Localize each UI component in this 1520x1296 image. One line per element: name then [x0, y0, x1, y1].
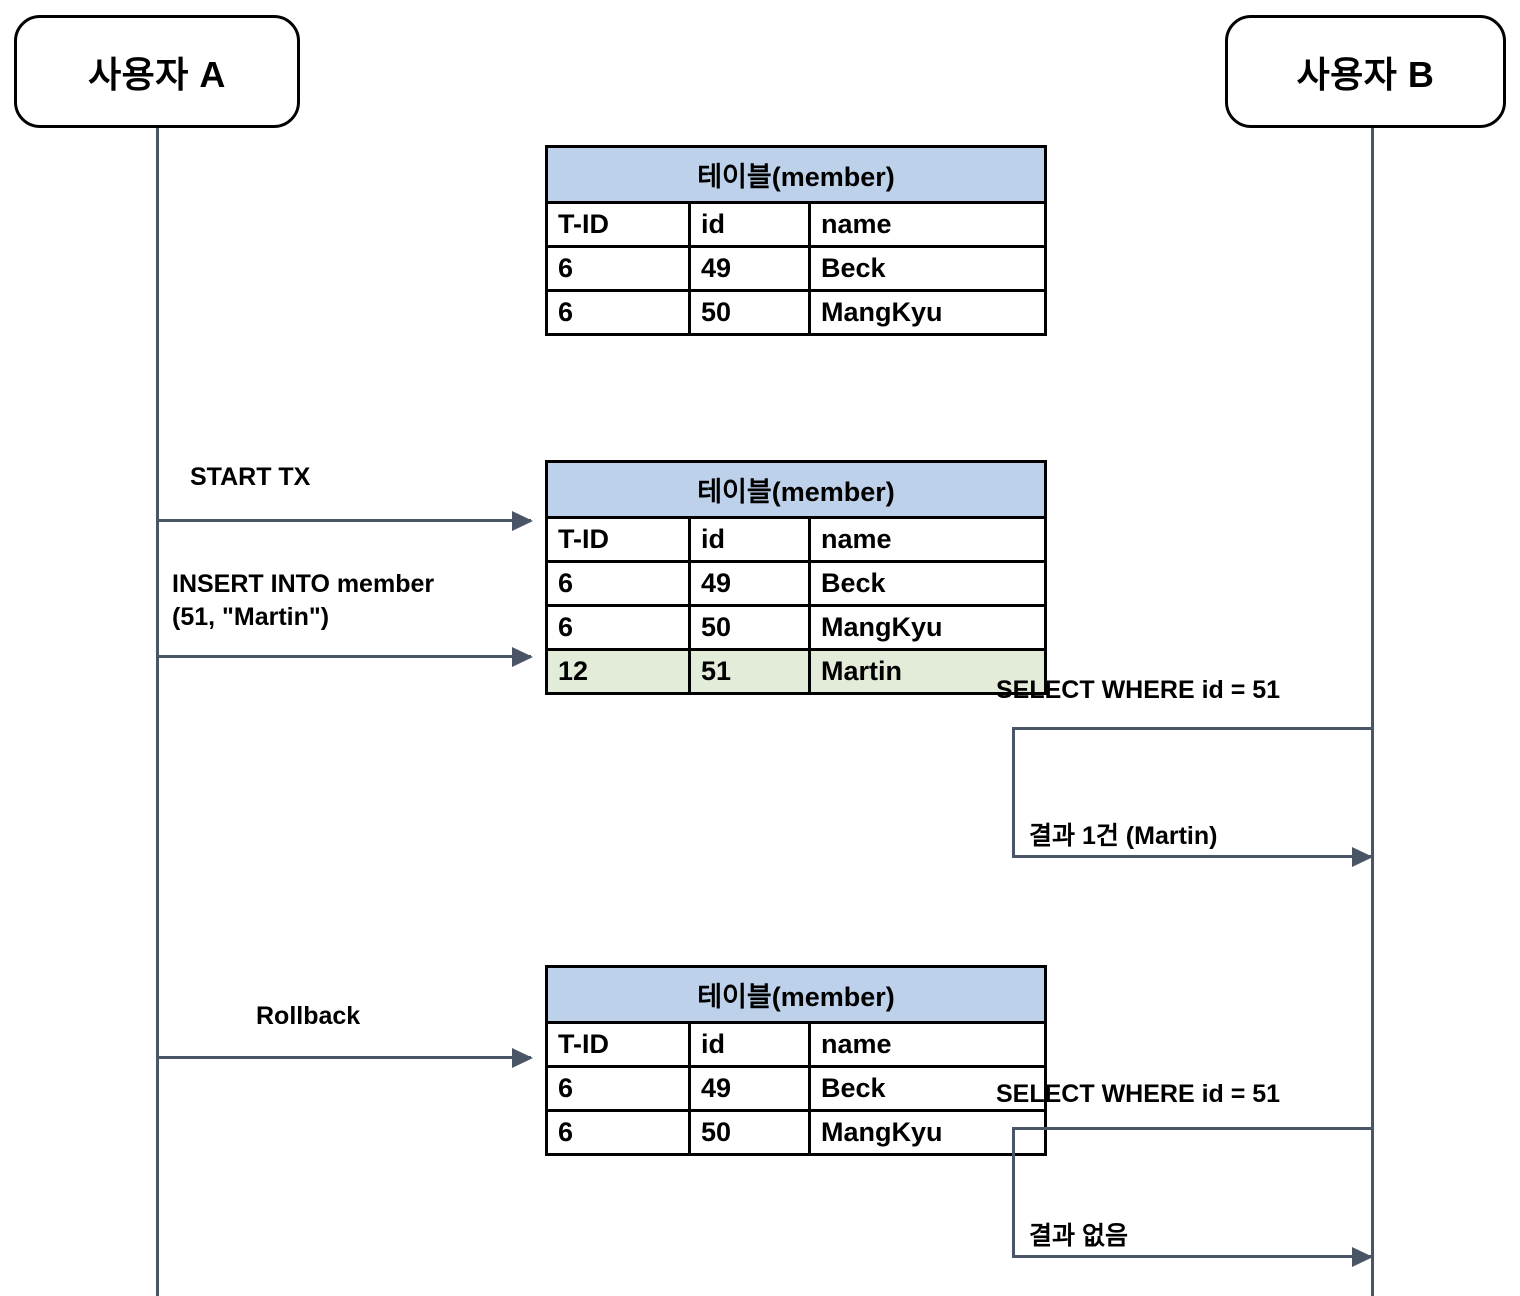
cell-name: MangKyu — [808, 604, 1047, 651]
table-row: 6 50 MangKyu — [545, 604, 1047, 651]
table-title: 테이블(member) — [545, 965, 1047, 1024]
actor-box-user-a: 사용자 A — [14, 15, 300, 128]
cell-name: Beck — [808, 1065, 1047, 1112]
cell-id: 50 — [688, 289, 811, 336]
query-label-select-2: SELECT WHERE id = 51 — [996, 1080, 1281, 1108]
table-title: 테이블(member) — [545, 460, 1047, 519]
table-header-row: T-ID id name — [545, 516, 1047, 563]
table-title-row: 테이블(member) — [545, 460, 1047, 519]
message-arrow-rollback — [157, 1056, 531, 1059]
table-header-row: T-ID id name — [545, 1021, 1047, 1068]
lifeline-user-a — [156, 128, 159, 1296]
message-arrow-insert — [157, 655, 531, 658]
table-header-row: T-ID id name — [545, 201, 1047, 248]
cell-name: MangKyu — [808, 289, 1047, 336]
cell-id: 50 — [688, 604, 811, 651]
cell-name: Martin — [808, 648, 1047, 695]
column-header-tid: T-ID — [545, 516, 691, 563]
cell-id: 50 — [688, 1109, 811, 1156]
cell-tid: 6 — [545, 604, 691, 651]
table-row: 6 49 Beck — [545, 560, 1047, 607]
column-header-name: name — [808, 516, 1047, 563]
message-label-insert: INSERT INTO member (51, "Martin") — [172, 570, 435, 631]
cell-tid: 12 — [545, 648, 691, 695]
cell-tid: 6 — [545, 289, 691, 336]
cell-id: 49 — [688, 1065, 811, 1112]
table-row: 6 50 MangKyu — [545, 1109, 1047, 1156]
column-header-tid: T-ID — [545, 201, 691, 248]
table-title: 테이블(member) — [545, 145, 1047, 204]
return-connector-1 — [1012, 727, 1374, 858]
cell-name: Beck — [808, 560, 1047, 607]
result-label-2: 결과 없음 — [1029, 1222, 1128, 1250]
table-row: 6 49 Beck — [545, 1065, 1047, 1112]
column-header-tid: T-ID — [545, 1021, 691, 1068]
return-connector-2 — [1012, 1127, 1374, 1258]
query-label-select-1: SELECT WHERE id = 51 — [996, 676, 1281, 704]
table-row: 6 50 MangKyu — [545, 289, 1047, 336]
return-arrowhead-2 — [1352, 1247, 1373, 1267]
member-table-after-insert: 테이블(member) T-ID id name 6 49 Beck 6 50 … — [545, 460, 1047, 695]
cell-id: 49 — [688, 245, 811, 292]
return-arrowhead-1 — [1352, 847, 1373, 867]
member-table-after-rollback: 테이블(member) T-ID id name 6 49 Beck 6 50 … — [545, 965, 1047, 1156]
cell-name: MangKyu — [808, 1109, 1047, 1156]
table-row-highlighted: 12 51 Martin — [545, 648, 1047, 695]
column-header-name: name — [808, 1021, 1047, 1068]
cell-id: 49 — [688, 560, 811, 607]
column-header-id: id — [688, 201, 811, 248]
cell-tid: 6 — [545, 1065, 691, 1112]
cell-name: Beck — [808, 245, 1047, 292]
message-label-rollback: Rollback — [256, 1002, 361, 1030]
cell-tid: 6 — [545, 245, 691, 292]
member-table-initial: 테이블(member) T-ID id name 6 49 Beck 6 50 … — [545, 145, 1047, 336]
actor-label-user-a: 사용자 A — [88, 53, 226, 95]
cell-tid: 6 — [545, 560, 691, 607]
lifeline-user-b — [1371, 128, 1374, 1296]
cell-tid: 6 — [545, 1109, 691, 1156]
column-header-id: id — [688, 516, 811, 563]
actor-box-user-b: 사용자 B — [1225, 15, 1506, 128]
column-header-name: name — [808, 201, 1047, 248]
message-arrow-start-tx — [157, 519, 531, 522]
table-title-row: 테이블(member) — [545, 145, 1047, 204]
result-label-1: 결과 1건 (Martin) — [1029, 822, 1218, 850]
table-row: 6 49 Beck — [545, 245, 1047, 292]
table-title-row: 테이블(member) — [545, 965, 1047, 1024]
message-label-start-tx: START TX — [190, 463, 311, 491]
column-header-id: id — [688, 1021, 811, 1068]
cell-id: 51 — [688, 648, 811, 695]
actor-label-user-b: 사용자 B — [1296, 53, 1435, 95]
